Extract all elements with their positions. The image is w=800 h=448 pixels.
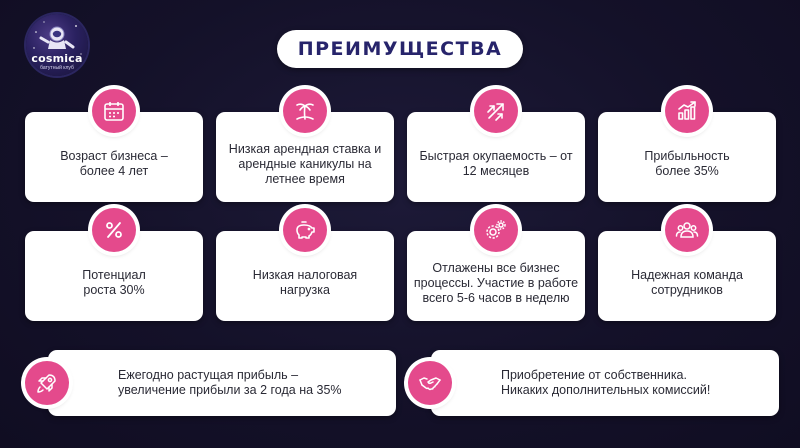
advantage-line: Возраст бизнеса –: [60, 149, 168, 163]
advantage-line: арендные каникулы на: [238, 157, 372, 171]
advantage-text: Отлажены все бизнес процессы. Участие в …: [413, 261, 579, 306]
advantage-text: Низкая налоговая нагрузка: [222, 268, 388, 298]
team-icon: [665, 208, 709, 252]
advantage-card-wide: Приобретение от собственника. Никаких до…: [431, 350, 779, 416]
advantage-line: более 4 лет: [79, 164, 149, 178]
advantage-line: роста 30%: [83, 283, 145, 297]
advantage-text: Ежегодно растущая прибыль – увеличение п…: [118, 368, 386, 398]
growth-arrows-icon: [474, 89, 518, 133]
advantage-card-wide: Ежегодно растущая прибыль – увеличение п…: [48, 350, 396, 416]
advantage-line: сотрудников: [651, 283, 723, 297]
advantage-card: Быстрая окупаемость – от 12 месяцев: [407, 112, 585, 202]
advantage-line: Приобретение от собственника.: [501, 368, 687, 382]
piggy-bank-icon: [283, 208, 327, 252]
advantage-text: Потенциал роста 30%: [31, 268, 197, 298]
advantage-text: Приобретение от собственника. Никаких до…: [501, 368, 769, 398]
page-title: ПРЕИМУЩЕСТВА: [277, 30, 523, 68]
palm-island-icon: [283, 89, 327, 133]
advantage-line: Надежная команда: [631, 268, 743, 282]
advantage-text: Возраст бизнеса – более 4 лет: [31, 149, 197, 179]
advantage-line: Низкая налоговая: [252, 268, 358, 282]
advantage-line: 12 месяцев: [462, 164, 530, 178]
advantage-line: всего 5-6 часов в неделю: [422, 291, 570, 305]
advantage-text: Надежная команда сотрудников: [604, 268, 770, 298]
advantage-line: Никаких дополнительных комиссий!: [501, 383, 711, 397]
advantage-line: летнее время: [265, 172, 345, 186]
logo-name: cosmica: [31, 52, 83, 65]
advantage-line: Отлажены все бизнес: [432, 261, 560, 275]
advantage-line: процессы. Участие в работе: [413, 276, 579, 290]
calendar-icon: [92, 89, 136, 133]
advantage-line: Ежегодно растущая прибыль –: [118, 368, 299, 382]
advantage-line: Низкая арендная ставка и: [228, 142, 382, 156]
bar-chart-icon: [665, 89, 709, 133]
logo-tagline: батутный клуб: [40, 65, 74, 71]
cosmica-logo: cosmica батутный клуб: [26, 14, 88, 76]
page-title-text: ПРЕИМУЩЕСТВА: [297, 38, 503, 60]
advantage-line: Быстрая окупаемость – от: [419, 149, 573, 163]
stars-background: [33, 21, 82, 55]
advantage-text: Низкая арендная ставка и арендные канику…: [222, 142, 388, 187]
advantage-line: Прибыльность: [644, 149, 730, 163]
advantage-line: нагрузка: [280, 283, 330, 297]
advantage-text: Быстрая окупаемость – от 12 месяцев: [413, 149, 579, 179]
advantage-text: Прибыльность более 35%: [604, 149, 770, 179]
gears-icon: [474, 208, 518, 252]
advantage-card: Низкая арендная ставка и арендные канику…: [216, 112, 394, 202]
advantage-line: Потенциал: [82, 268, 146, 282]
handshake-icon: [408, 361, 452, 405]
percent-icon: [92, 208, 136, 252]
advantage-line: более 35%: [655, 164, 719, 178]
advantage-line: увеличение прибыли за 2 года на 35%: [118, 383, 342, 397]
astronaut-icon: [39, 26, 75, 49]
rocket-icon: [25, 361, 69, 405]
